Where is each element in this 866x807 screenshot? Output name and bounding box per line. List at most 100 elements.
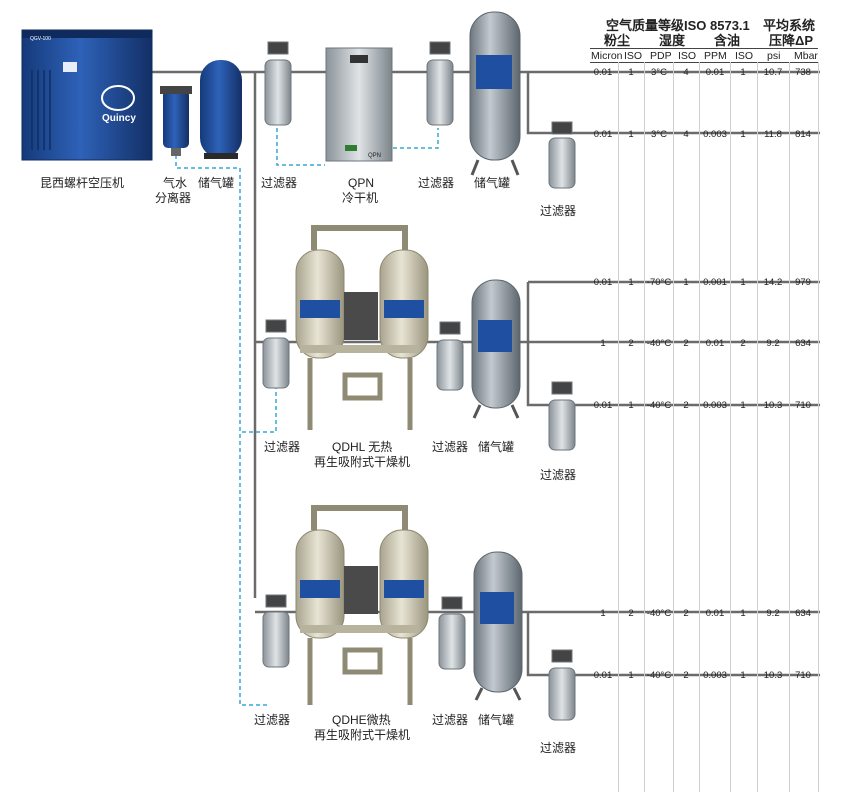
- qpn-badge: QPN: [368, 153, 381, 159]
- table-cell: 2: [683, 670, 689, 681]
- table-cell: 4: [683, 129, 689, 140]
- table-cell: 0.01: [593, 670, 613, 681]
- table-cell: 1: [740, 670, 746, 681]
- table-cell: 1: [628, 129, 634, 140]
- col-iso-oil: ISO: [735, 50, 754, 62]
- label-qdhl-line2: 再生吸附式干燥机: [314, 455, 411, 469]
- table-cell: 1: [628, 277, 634, 288]
- column-divider: [699, 62, 700, 792]
- label-filter: 过滤器: [264, 440, 301, 454]
- table-cell: 2: [683, 608, 689, 619]
- table-cell: 0.003: [703, 400, 727, 411]
- label-filter: 过滤器: [432, 440, 469, 454]
- dust-header: 粉尘: [604, 33, 631, 48]
- table-cell: 0.01: [593, 400, 613, 411]
- filter-8: [438, 596, 466, 670]
- label-middle-tank: 储气罐: [478, 440, 515, 454]
- label-separator-line1: 气水: [163, 176, 188, 190]
- col-ppm: PPM: [704, 50, 727, 62]
- table-cell: 1: [740, 277, 746, 288]
- label-filter: 过滤器: [540, 468, 577, 482]
- table-cell: 2: [683, 400, 689, 411]
- filter-1: [264, 41, 292, 126]
- table-cell: 634: [795, 338, 811, 349]
- table-cell: 10.7: [763, 67, 783, 78]
- table-cell: 1: [740, 67, 746, 78]
- filter-9: [548, 649, 576, 721]
- col-iso-humidity: ISO: [678, 50, 697, 62]
- table-cell: 1: [628, 670, 634, 681]
- table-cell: 0.01: [593, 67, 613, 78]
- label-compressor: 昆西螺杆空压机: [40, 176, 125, 190]
- table-cell: 3°C: [651, 67, 667, 78]
- column-divider: [618, 62, 619, 792]
- table-cell: 3°C: [651, 129, 667, 140]
- label-small-tank: 储气罐: [198, 176, 235, 190]
- compressor-brand: Quincy: [102, 113, 136, 124]
- label-filter: 过滤器: [540, 741, 577, 755]
- pressure-drop-header: 压降ΔP: [769, 33, 814, 48]
- filter-6: [548, 381, 576, 451]
- table-cell: 1: [628, 400, 634, 411]
- label-filter: 过滤器: [418, 176, 455, 190]
- label-qdhe-line1: QDHE微热: [332, 713, 391, 727]
- label-qpn-line1: QPN: [348, 176, 375, 190]
- middle-air-tank: [471, 279, 521, 419]
- table-cell: 9.2: [766, 608, 780, 619]
- table-cell: 710: [795, 400, 811, 411]
- top-air-tank: [469, 11, 521, 176]
- table-cell: -40°C: [646, 338, 672, 349]
- table-cell: 14.2: [763, 277, 783, 288]
- filter-5: [436, 321, 464, 391]
- column-divider: [730, 62, 731, 792]
- label-bottom-tank: 储气罐: [478, 713, 515, 727]
- screw-compressor: [21, 29, 153, 161]
- label-qdhl-line1: QDHL 无热: [332, 440, 393, 454]
- table-cell: 738: [795, 67, 811, 78]
- qpn-dryer: [325, 47, 393, 162]
- header-rule: [590, 48, 818, 49]
- label-qdhe-line2: 再生吸附式干燥机: [314, 728, 411, 742]
- table-cell: 2: [628, 608, 634, 619]
- col-psi: psi: [767, 50, 781, 62]
- table-cell: 4: [683, 67, 689, 78]
- drain-lines: [175, 128, 439, 706]
- label-filter: 过滤器: [261, 176, 298, 190]
- table-cell: 0.003: [703, 670, 727, 681]
- column-divider: [789, 62, 790, 792]
- col-pdp: PDP: [650, 50, 672, 62]
- table-cell: 0.01: [593, 129, 613, 140]
- humidity-header: 湿度: [659, 33, 686, 48]
- col-micron: Micron: [591, 50, 623, 62]
- table-cell: 9.2: [766, 338, 780, 349]
- filter-7: [262, 594, 290, 668]
- table-cell: 1: [740, 400, 746, 411]
- table-cell: 1: [740, 608, 746, 619]
- qdhe-heated-dryer: [295, 505, 429, 705]
- table-cell: 1: [600, 338, 606, 349]
- water-separator: [160, 86, 192, 156]
- small-air-tank: [200, 60, 242, 159]
- table-cell: 1: [600, 608, 606, 619]
- filter-3: [548, 121, 576, 189]
- table-cell: 2: [740, 338, 746, 349]
- label-top-tank: 储气罐: [474, 176, 511, 190]
- table-cell: 1: [683, 277, 689, 288]
- column-divider: [757, 62, 758, 792]
- label-filter: 过滤器: [432, 713, 469, 727]
- table-cell: -40°C: [646, 400, 672, 411]
- label-filter: 过滤器: [254, 713, 291, 727]
- table-cell: 0.01: [705, 608, 725, 619]
- table-cell: 2: [628, 338, 634, 349]
- table-cell: 1: [628, 67, 634, 78]
- table-cell: 0.01: [593, 277, 613, 288]
- table-cell: 0.01: [705, 338, 725, 349]
- table-cell: 2: [683, 338, 689, 349]
- quality-standard-title: 空气质量等级ISO 8573.1: [606, 18, 750, 33]
- table-cell: 634: [795, 608, 811, 619]
- table-cell: -70°C: [646, 277, 672, 288]
- oil-header: 含油: [714, 33, 741, 48]
- col-iso-dust: ISO: [624, 50, 643, 62]
- column-divider: [818, 62, 819, 792]
- col-mbar: Mbar: [794, 50, 818, 62]
